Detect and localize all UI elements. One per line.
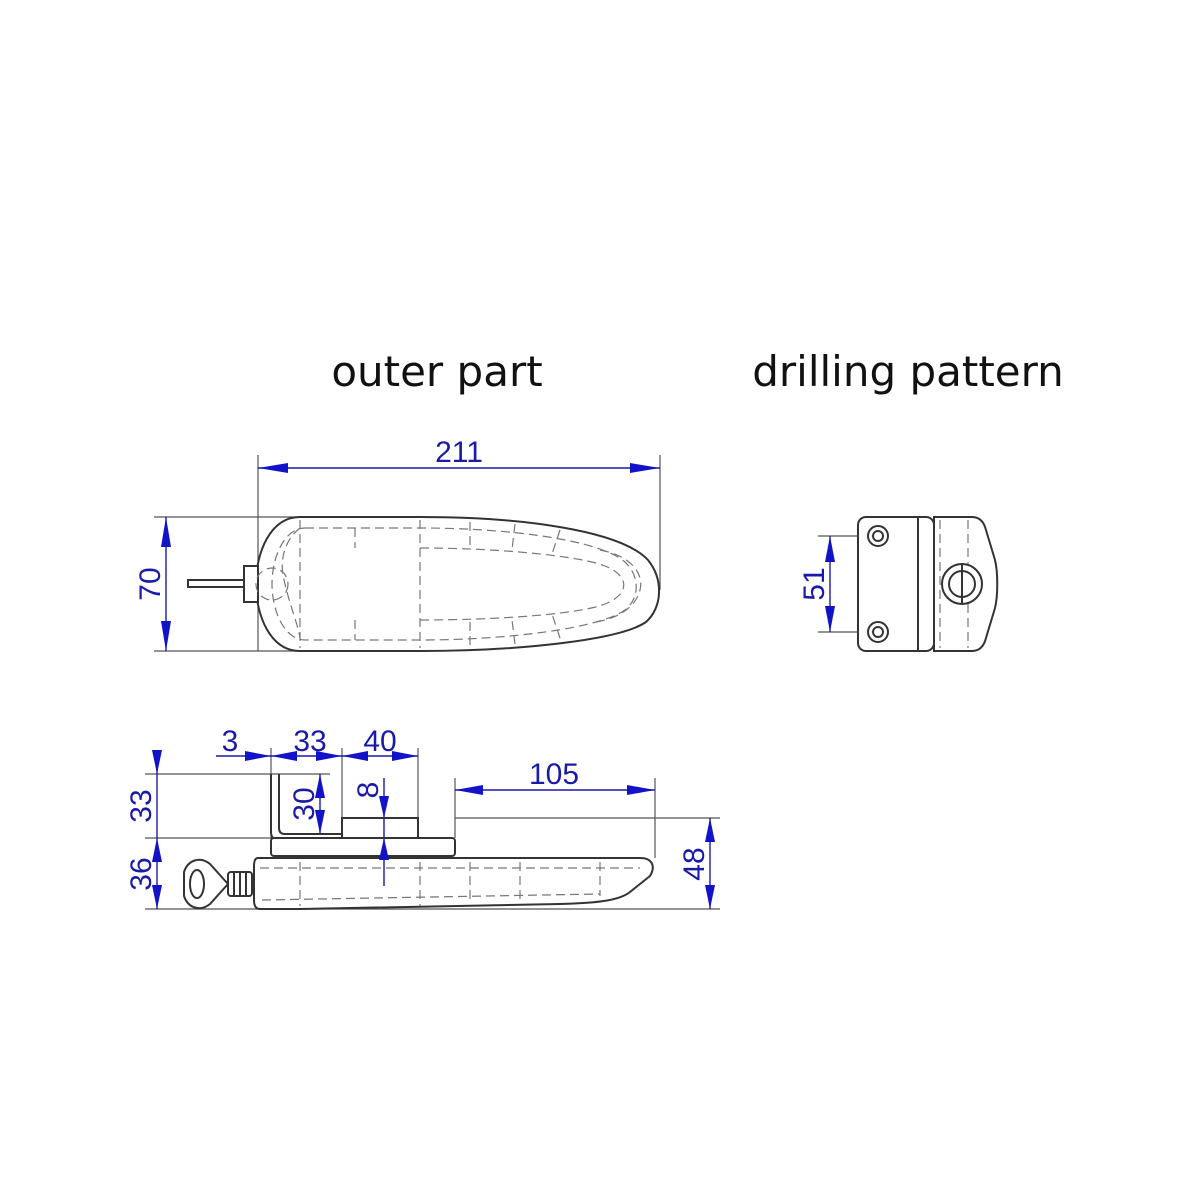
dimension-plate-thickness: 8 [352, 782, 385, 799]
mounting-plate [857, 516, 935, 652]
bracket-block [341, 817, 419, 839]
arrow-head [258, 463, 288, 473]
outer-part-title: outer part [331, 347, 542, 396]
arrow-head [705, 885, 715, 909]
arrow-head [161, 621, 171, 651]
dimension-offset-block: 40 [363, 725, 396, 758]
arrow-head [455, 785, 483, 795]
outer-part-left-curve [281, 527, 301, 641]
arrow-head [342, 751, 368, 761]
outer-part-top-view: 211 70 [134, 436, 661, 652]
side-body-hidden [261, 893, 601, 901]
dimension-offset-bracket: 33 [293, 725, 326, 758]
outer-part-rib [551, 529, 561, 555]
outer-part-end-curve [595, 549, 642, 623]
arrow-head [379, 796, 389, 818]
drilling-pattern-title: drilling pattern [752, 347, 1064, 396]
drill-hole-top-inner [872, 530, 884, 542]
dimension-bracket-height: 33 [125, 789, 158, 822]
arrow-head [627, 785, 655, 795]
arrow-head [379, 838, 389, 860]
outer-part-rib [511, 523, 516, 551]
arrow-head [316, 751, 342, 761]
side-body [253, 857, 654, 910]
dimension-width: 70 [134, 567, 167, 600]
arrow-head [161, 517, 171, 547]
arrow-head [705, 818, 715, 842]
dimension-hole-spacing: 51 [798, 567, 831, 600]
outer-part-inner-loop [419, 547, 625, 621]
dimension-body-right: 48 [678, 847, 711, 880]
dimension-length: 211 [435, 436, 483, 469]
outer-part-rib [551, 613, 561, 639]
drill-hole-bottom-inner [872, 626, 884, 638]
dimension-offset-small: 3 [222, 725, 239, 758]
arrow-head [152, 838, 162, 862]
drilling-pattern-view: 51 [798, 516, 999, 652]
arrow-head [630, 463, 660, 473]
outer-part-hidden-contour [271, 527, 637, 641]
dimension-front-length: 105 [529, 758, 579, 791]
arrow-head [152, 885, 162, 909]
key-blade [187, 579, 245, 588]
key-head-icon [183, 858, 230, 910]
key-head-hole [189, 869, 205, 899]
arrow-head [825, 536, 835, 562]
outer-part-side-view: 3 33 40 105 33 36 30 8 48 [125, 725, 720, 910]
dimension-bracket-inner: 30 [288, 787, 321, 820]
arrow-head [245, 751, 271, 761]
base-plate [270, 837, 456, 857]
arrow-head [392, 751, 418, 761]
drill-hole-bottom [867, 621, 889, 643]
arrow-head [315, 774, 325, 798]
arrow-head [152, 750, 162, 774]
arrow-head [271, 751, 297, 761]
lock-circle [255, 567, 289, 601]
arrow-head [825, 606, 835, 632]
arrow-head [315, 810, 325, 834]
drill-hole-top [867, 525, 889, 547]
outer-part-rib [511, 619, 516, 645]
dimension-body-left: 36 [125, 857, 158, 890]
outer-part-body-outline [254, 516, 661, 652]
